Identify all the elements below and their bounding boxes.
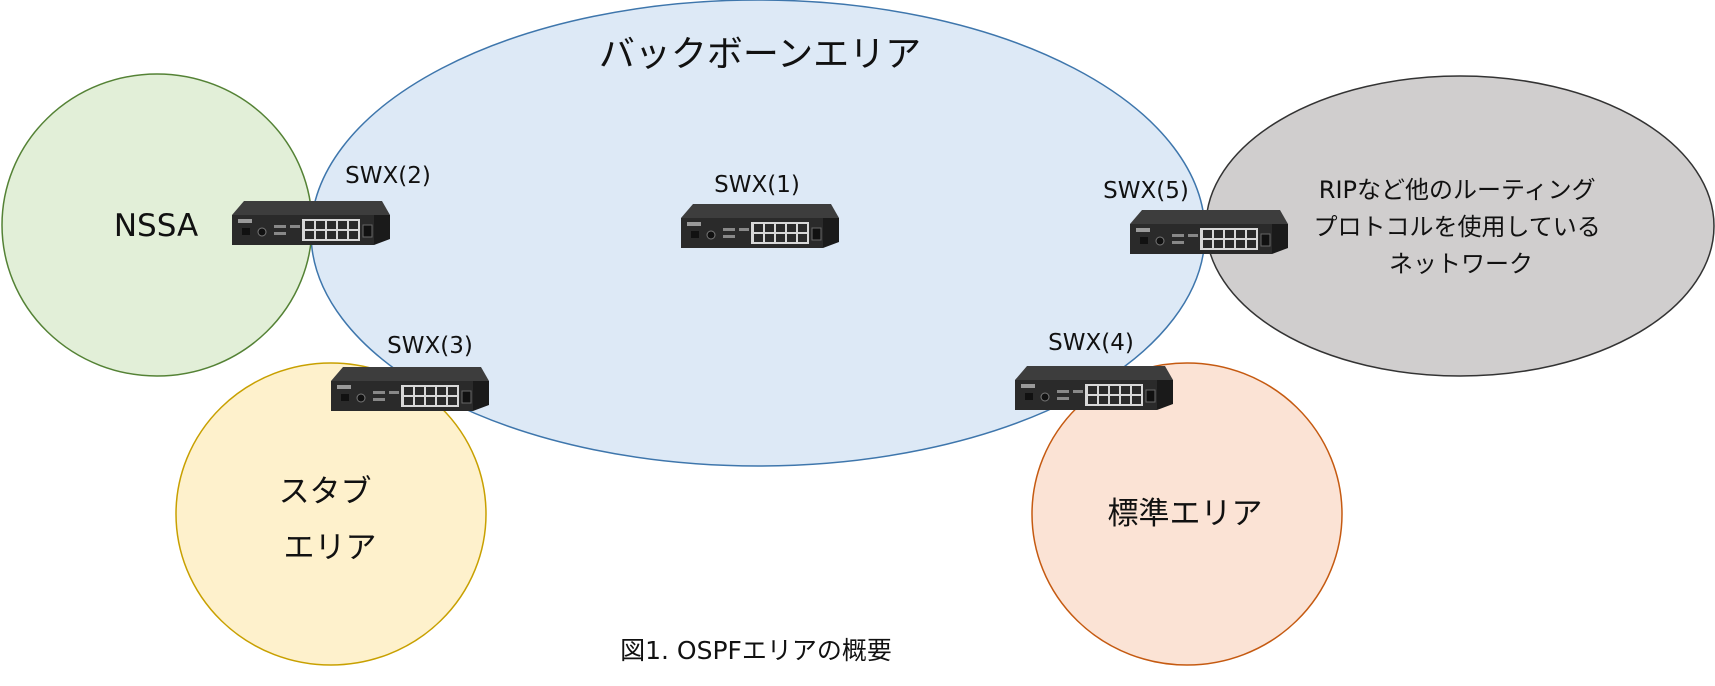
stub-area [175,362,487,666]
backbone-area-label: バックボーンエリア [599,34,921,75]
network-switch-icon [1129,209,1289,255]
switch-label: SWX(2) [345,163,431,189]
switch-swx4: SWX(4) [1014,330,1174,411]
network-switch-icon [330,366,490,412]
switch-swx5: SWX(5) [1103,178,1289,255]
rip-network-label: RIPなど他のルーティング プロトコルを使用している ネットワーク [1314,176,1609,278]
switch-swx2: SWX(2) [231,163,431,246]
switch-label: SWX(5) [1103,178,1189,204]
nssa-area-label: NSSA [114,208,198,244]
standard-area-label: 標準エリア [1108,496,1263,532]
standard-area [1031,362,1343,666]
switch-swx3: SWX(3) [330,333,490,412]
network-switch-icon [680,203,840,249]
switch-label: SWX(4) [1048,330,1134,356]
switch-swx1: SWX(1) [680,172,840,249]
network-switch-icon [231,200,391,246]
switch-label: SWX(1) [714,172,800,198]
stub-area-label: スタブ エリア [279,474,382,566]
network-switch-icon [1014,365,1174,411]
switch-label: SWX(3) [387,333,473,359]
figure-caption: 図1. OSPFエリアの概要 [620,636,892,665]
